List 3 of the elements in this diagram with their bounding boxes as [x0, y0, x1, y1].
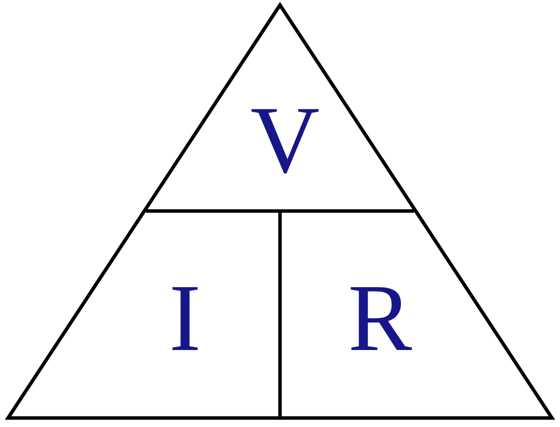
formula-letter: R [348, 270, 412, 366]
formula-letter: V [250, 92, 320, 188]
formula-letter: I [169, 270, 201, 366]
